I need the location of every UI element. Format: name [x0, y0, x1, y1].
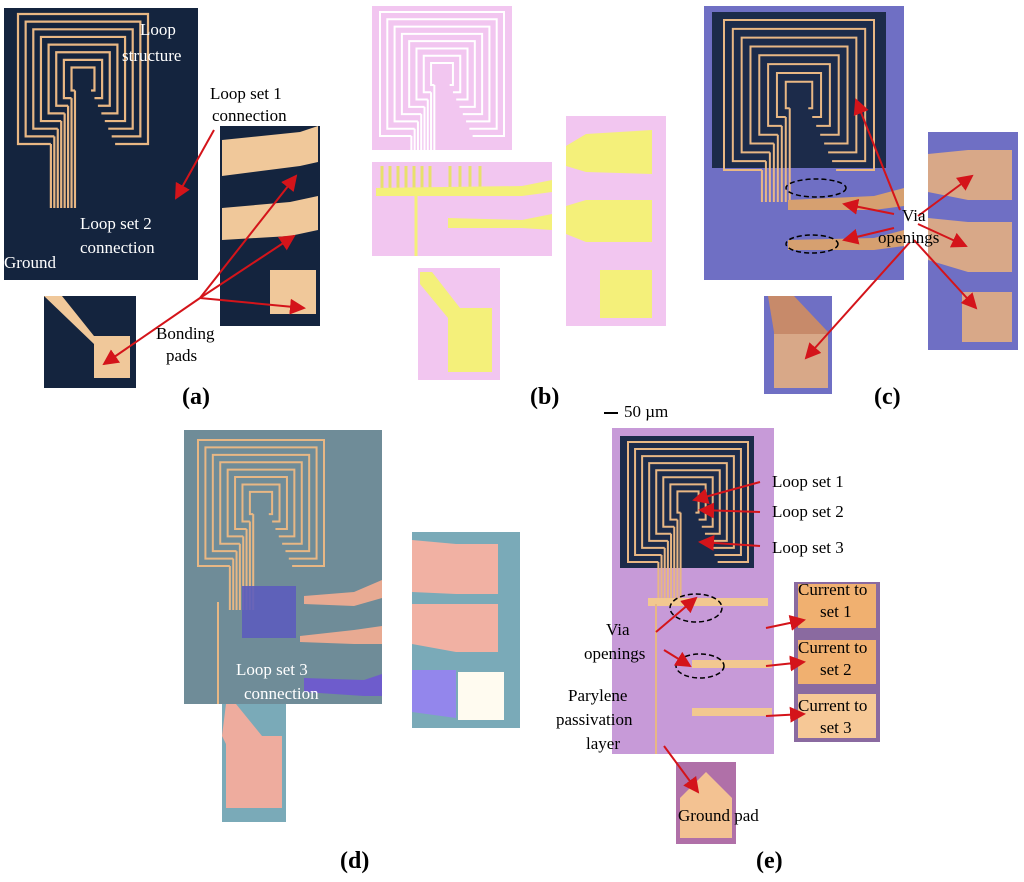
scale-bar: 50 µm — [604, 402, 668, 422]
parylene-label-2: passivation — [556, 710, 633, 729]
loop-set1-connection-label-1: Loop set 1 — [210, 84, 282, 103]
bonding-pads-label-1: Bonding — [156, 324, 215, 343]
panel-c-pad-bottom — [764, 296, 832, 394]
panel-c-pads — [928, 132, 1018, 350]
current-set2-label-1: Current to — [798, 638, 868, 657]
panel-a-pads-right — [220, 126, 320, 326]
loop-set1-label: Loop set 1 — [772, 472, 844, 491]
panel-b-pads — [566, 116, 666, 326]
parylene-label-1: Parylene — [568, 686, 628, 705]
bonding-pads-label-2: pads — [166, 346, 198, 365]
current-set2-label-2: set 2 — [820, 660, 852, 679]
current-set1-label-2: set 1 — [820, 602, 852, 621]
panel-d-pads — [412, 532, 520, 728]
panel-e-micrograph — [612, 428, 774, 754]
panel-c-arrows — [785, 98, 978, 360]
panel-label-c: (c) — [874, 384, 901, 410]
panel-d-micrograph — [184, 430, 382, 704]
loop-set1-connection-label-2: connection — [212, 106, 287, 125]
loop-set2-connection-label-1: Loop set 2 — [80, 214, 152, 233]
loop-set3-connection-label-1: Loop set 3 — [236, 660, 308, 679]
panel-e-pads — [794, 582, 880, 742]
panel-d-pad-bottom — [222, 704, 286, 822]
loop-set2-label: Loop set 2 — [772, 502, 844, 521]
panel-label-e: (e) — [756, 848, 783, 874]
parylene-label-3: layer — [586, 734, 620, 753]
panel-label-a: (a) — [182, 384, 210, 410]
loop-set3-label: Loop set 3 — [772, 538, 844, 557]
scale-bar-line — [604, 412, 618, 415]
panel-label-b: (b) — [530, 384, 560, 410]
loop-set3-connection-label-2: connection — [244, 684, 319, 703]
loop-set2-connection-label-2: connection — [80, 238, 155, 257]
via-openings-label-e-1: Via — [606, 620, 630, 639]
current-set3-label-1: Current to — [798, 696, 868, 715]
panel-b-coil — [372, 6, 512, 150]
current-set3-label-2: set 3 — [820, 718, 852, 737]
via-openings-label-c-2: openings — [878, 228, 940, 247]
loop-coil-a — [16, 12, 150, 208]
ground-pad-label: Ground pad — [678, 806, 759, 825]
panel-e-arrows — [655, 481, 806, 794]
via-openings-label-e-2: openings — [584, 644, 646, 663]
via-openings-label-c-1: Via — [902, 206, 926, 225]
loop-structure-label-2: structure — [122, 46, 182, 65]
panel-label-d: (d) — [340, 848, 370, 874]
panel-a-arrows — [102, 129, 306, 366]
ground-label: Ground — [4, 253, 56, 272]
loop-structure-label-1: Loop — [140, 20, 176, 39]
panel-a-micrograph — [4, 8, 198, 280]
panel-b-traces — [372, 162, 552, 256]
current-set1-label-1: Current to — [798, 580, 868, 599]
scale-bar-label: 50 µm — [624, 402, 669, 421]
panel-b-pad-bottom — [418, 268, 500, 380]
